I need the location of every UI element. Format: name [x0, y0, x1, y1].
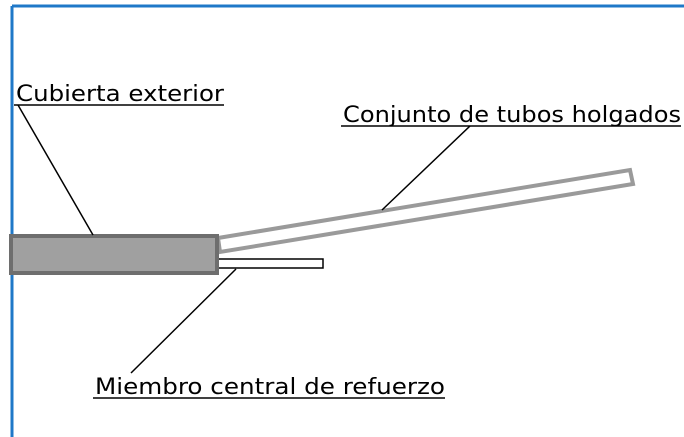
outer-jacket: [11, 236, 217, 273]
label-loose-tube-assembly: Conjunto de tubos holgados: [343, 103, 681, 128]
leader-line-outer-jacket: [17, 104, 94, 236]
central-strength-member: [215, 258, 324, 269]
label-outer-jacket: Cubierta exterior: [16, 82, 225, 107]
label-central-strength-member: Miembro central de refuerzo: [95, 375, 445, 400]
leader-line-central-member: [130, 268, 237, 374]
leader-line-loose-tube: [381, 125, 471, 211]
loose-tube-assembly: [215, 167, 636, 255]
outer-jacket-outline: [9, 234, 219, 275]
